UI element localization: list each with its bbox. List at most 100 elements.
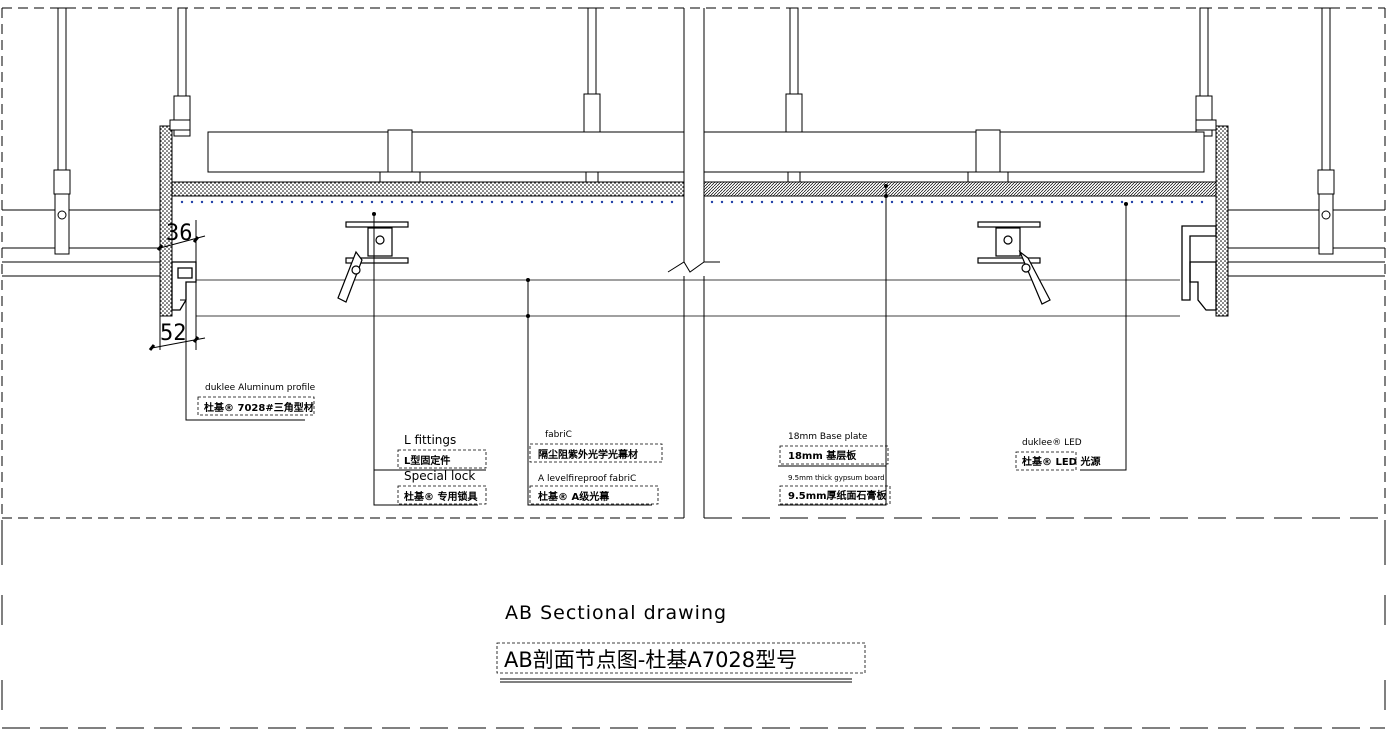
led-dot [330, 200, 334, 204]
label-l-fittings-cn: L型固定件 [404, 454, 450, 467]
led-dot [1030, 200, 1034, 204]
led-dot [410, 200, 414, 204]
led-dot [710, 200, 714, 204]
led-dot [1150, 200, 1154, 204]
led-dot [1140, 200, 1144, 204]
label-special-lock-en: Special lock [404, 469, 475, 483]
led-strip [180, 200, 1204, 204]
label-fabric-en: fabriC [545, 430, 572, 440]
title-underline [500, 678, 852, 683]
led-dot [920, 200, 924, 204]
label-fireproof-cn: 杜基® A级光幕 [538, 490, 610, 503]
led-dot [940, 200, 944, 204]
led-dot [980, 200, 984, 204]
led-dot [730, 200, 734, 204]
led-dot [560, 200, 564, 204]
led-dot [1170, 200, 1174, 204]
drawing-title-en: AB Sectional drawing [505, 602, 727, 624]
led-dot [1180, 200, 1184, 204]
led-dot [430, 200, 434, 204]
led-dot [810, 200, 814, 204]
led-dot [450, 200, 454, 204]
led-dot [360, 200, 364, 204]
led-dot [350, 200, 354, 204]
led-dot [570, 200, 574, 204]
led-dot [340, 200, 344, 204]
leader-dots [372, 184, 1128, 318]
led-dot [990, 200, 994, 204]
leader-lines [180, 186, 1127, 506]
led-dot [740, 200, 744, 204]
led-dot [960, 200, 964, 204]
led-dot [460, 200, 464, 204]
led-dot [320, 200, 324, 204]
led-dot [1080, 200, 1084, 204]
label-led-cn: 杜基® LED 光源 [1022, 455, 1100, 468]
led-dot [420, 200, 424, 204]
led-dot [210, 200, 214, 204]
dimension-marks [148, 220, 206, 351]
dimension-52: 52 [160, 321, 187, 346]
led-dot [270, 200, 274, 204]
label-fireproof-en: A levelfireproof fabriC [538, 474, 636, 484]
led-dot [630, 200, 634, 204]
led-dot [1040, 200, 1044, 204]
led-dot [800, 200, 804, 204]
led-dot [1090, 200, 1094, 204]
led-dot [540, 200, 544, 204]
led-dot [1010, 200, 1014, 204]
label-gypsum-en: 9.5mm thick gypsum board [788, 474, 885, 482]
label-boxes [197, 396, 1077, 674]
led-dot [1110, 200, 1114, 204]
side-panels [159, 119, 1229, 317]
led-dot [300, 200, 304, 204]
led-dot [720, 200, 724, 204]
led-dot [1120, 200, 1124, 204]
base-layers [171, 181, 1217, 197]
led-dot [240, 200, 244, 204]
led-dot [370, 200, 374, 204]
led-dot [390, 200, 394, 204]
led-dot [790, 200, 794, 204]
led-dot [290, 200, 294, 204]
led-dot [610, 200, 614, 204]
led-dot [840, 200, 844, 204]
led-dot [860, 200, 864, 204]
label-fabric-cn: 隔尘阻紫外光学光幕材 [538, 448, 638, 461]
led-dot [850, 200, 854, 204]
led-dot [220, 200, 224, 204]
led-dot [670, 200, 674, 204]
led-dot [770, 200, 774, 204]
led-dot [500, 200, 504, 204]
led-dot [640, 200, 644, 204]
led-dot [1060, 200, 1064, 204]
led-dot [880, 200, 884, 204]
led-dot [910, 200, 914, 204]
drawing-title-cn: AB剖面节点图-杜基A7028型号 [504, 648, 797, 672]
label-base-plate-cn: 18mm 基层板 [788, 449, 857, 462]
led-dot [970, 200, 974, 204]
led-dot [510, 200, 514, 204]
led-dot [600, 200, 604, 204]
led-dot [180, 200, 184, 204]
led-dot [280, 200, 284, 204]
led-dot [620, 200, 624, 204]
led-dot [660, 200, 664, 204]
led-dot [550, 200, 554, 204]
led-dot [650, 200, 654, 204]
label-special-lock-cn: 杜基® 专用锁具 [404, 490, 477, 503]
led-dot [780, 200, 784, 204]
led-dot [380, 200, 384, 204]
led-dot [1200, 200, 1204, 204]
led-dot [1100, 200, 1104, 204]
label-gypsum-cn: 9.5mm厚纸面石膏板 [788, 489, 888, 502]
led-dot [230, 200, 234, 204]
ceiling-lines [2, 209, 1385, 317]
label-led-en: duklee® LED [1022, 438, 1082, 448]
led-dot [490, 200, 494, 204]
label-l-fittings-en: L fittings [404, 433, 456, 447]
led-dot [520, 200, 524, 204]
led-dot [260, 200, 264, 204]
led-dot [870, 200, 874, 204]
